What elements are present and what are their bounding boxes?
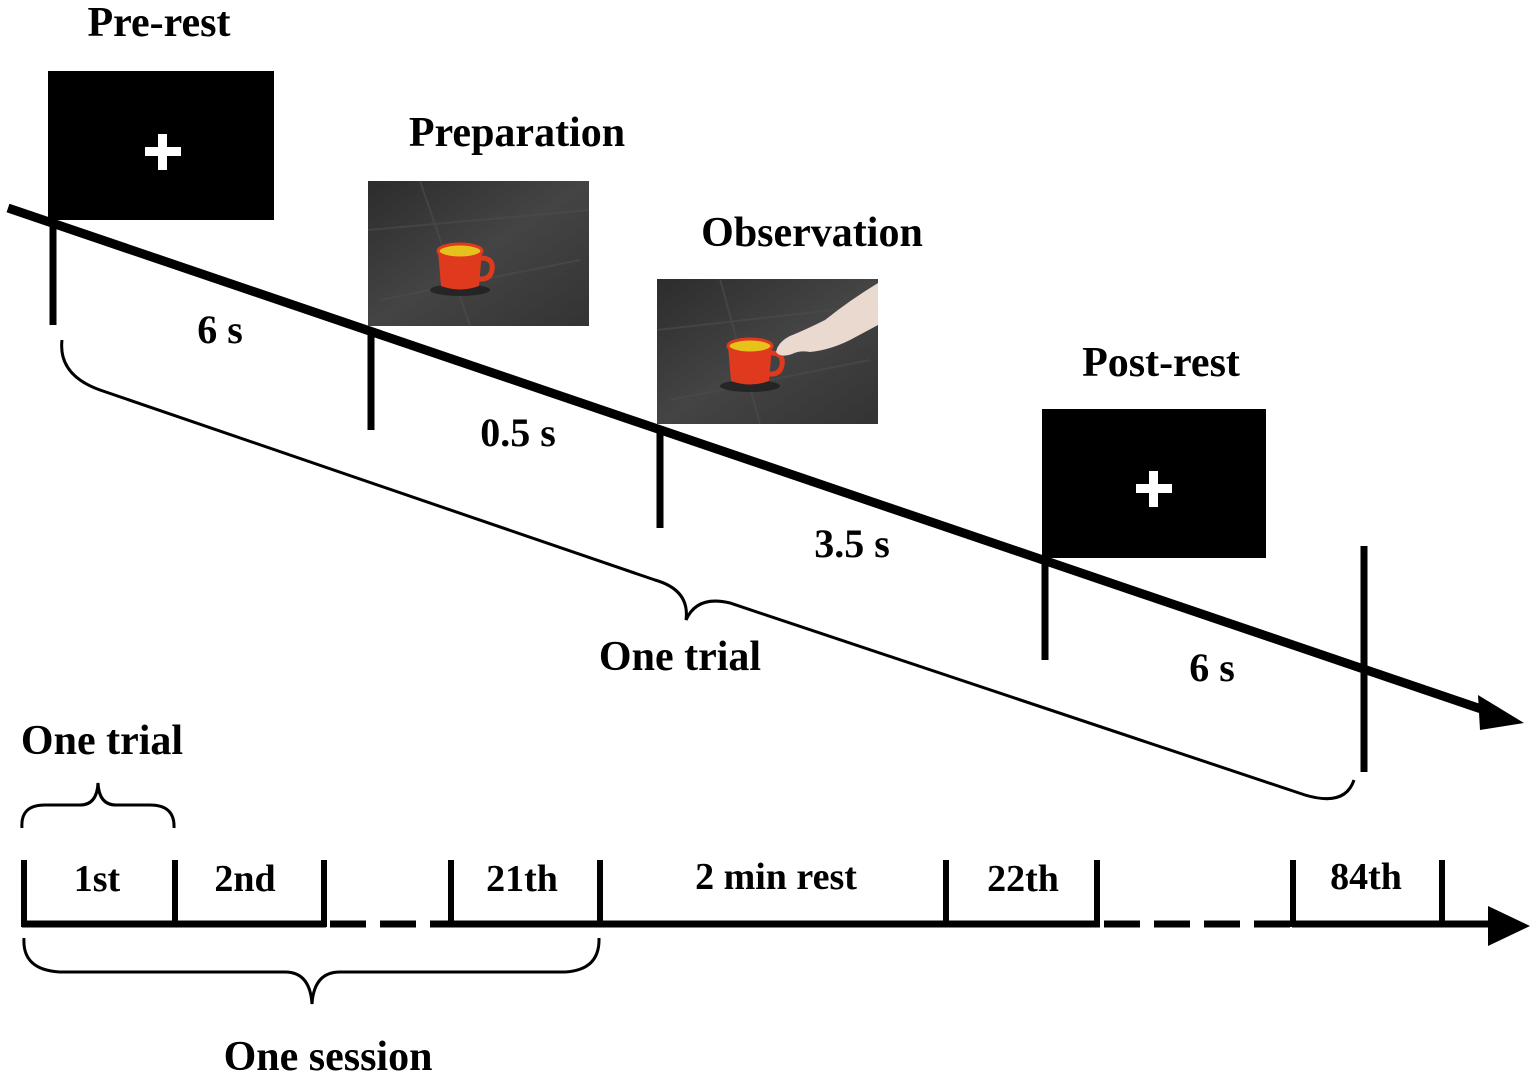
post-rest-duration: 6 s: [1189, 645, 1235, 690]
pre-rest-label: Pre-rest: [87, 0, 230, 46]
post-rest-cross-icon: [1136, 471, 1172, 507]
block-label-2nd: 2nd: [214, 858, 275, 900]
pre-rest-duration: 6 s: [197, 307, 243, 352]
block-label-1st: 1st: [74, 858, 121, 900]
observation-duration: 3.5 s: [814, 521, 890, 566]
one-session-label: One session: [224, 1034, 433, 1079]
one-trial-label: One trial: [21, 718, 183, 764]
preparation-label: Preparation: [409, 110, 625, 156]
session-timeline-arrowhead: [1488, 906, 1530, 946]
trial-brace-label: One trial: [599, 634, 761, 680]
preparation-duration: 0.5 s: [480, 410, 556, 455]
trial-brace: [60, 339, 1356, 801]
one-trial-brace: [20, 782, 176, 829]
block-label-84th: 84th: [1330, 856, 1402, 898]
one-session-brace: [22, 937, 601, 1005]
main-timeline-arrow-shaft: [6, 203, 1492, 717]
preparation-cup-image: [367, 180, 590, 327]
block-label-22th: 22th: [987, 858, 1059, 900]
block-label-rest: 2 min rest: [695, 856, 857, 898]
block-label-21th: 21th: [486, 858, 558, 900]
post-rest-label: Post-rest: [1082, 340, 1240, 386]
observation-hand-cup-image: [656, 278, 879, 425]
main-timeline-arrowhead: [1478, 695, 1524, 730]
pre-rest-cross-icon: [145, 134, 181, 170]
observation-label: Observation: [701, 210, 923, 256]
